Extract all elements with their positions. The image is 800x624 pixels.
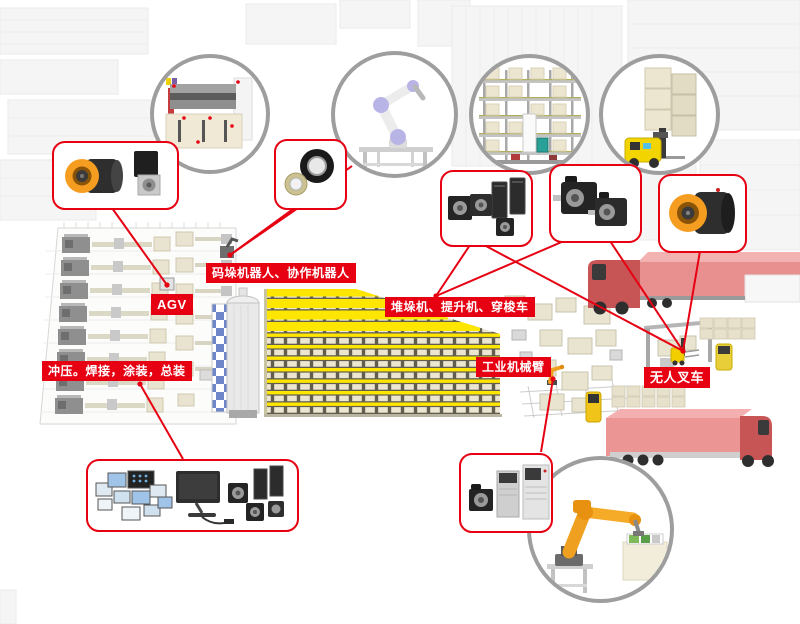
label-unmanned-forklift: 无人叉车: [644, 367, 711, 388]
label-stacker-hoist-shuttle: 堆垛机、提升机、穿梭车: [385, 297, 535, 317]
warehouse-rack-shuttle-icon: [479, 67, 581, 164]
wheel-hub-motor-icon: [669, 188, 735, 234]
truck-bottom: [606, 409, 774, 467]
industrial-picking-robot-icon: [547, 500, 668, 593]
callout-circle-cobot: [331, 51, 458, 178]
label-palletizing-robots: 码垛机器人、协作机器人: [206, 263, 356, 283]
wheel-hub-motor-and-gear-motor-icon: [65, 151, 161, 196]
yellow-vehicles: [585, 343, 733, 423]
hmi-panels-monitor-motors-icon: [95, 465, 284, 525]
product-box-ring-motors: [274, 139, 347, 210]
stamping-press-machine-icon: [165, 77, 253, 149]
servo-drives-icon: [469, 464, 550, 520]
product-box-wheel-motor: [658, 174, 747, 253]
label-agv: AGV: [151, 294, 193, 315]
agv-forklift-boxes-icon: [624, 67, 697, 168]
callout-circle-rack-shuttle: [469, 54, 590, 175]
servo-motors-and-drives-icon: [448, 177, 526, 236]
product-box-hmi-and-motors: [86, 459, 299, 532]
product-box-servo-drives: [459, 453, 553, 533]
callout-circle-press: [150, 54, 270, 174]
product-box-wheel-and-gear-motor: [52, 141, 179, 210]
servo-motor-pair-icon: [553, 176, 627, 226]
utility-tower-and-tank: [211, 287, 260, 418]
label-industrial-arm: 工业机械臂: [476, 357, 551, 377]
logistics-yard: [585, 252, 800, 467]
label-stamping-line: 冲压。焊接，涂装，总装: [42, 361, 192, 381]
callout-circle-agv-forklift: [599, 54, 720, 175]
frameless-torque-motors-icon: [284, 149, 334, 196]
product-box-servo-group: [440, 170, 533, 247]
collaborative-robot-icon: [359, 80, 433, 172]
product-box-servo-pair: [549, 164, 642, 243]
